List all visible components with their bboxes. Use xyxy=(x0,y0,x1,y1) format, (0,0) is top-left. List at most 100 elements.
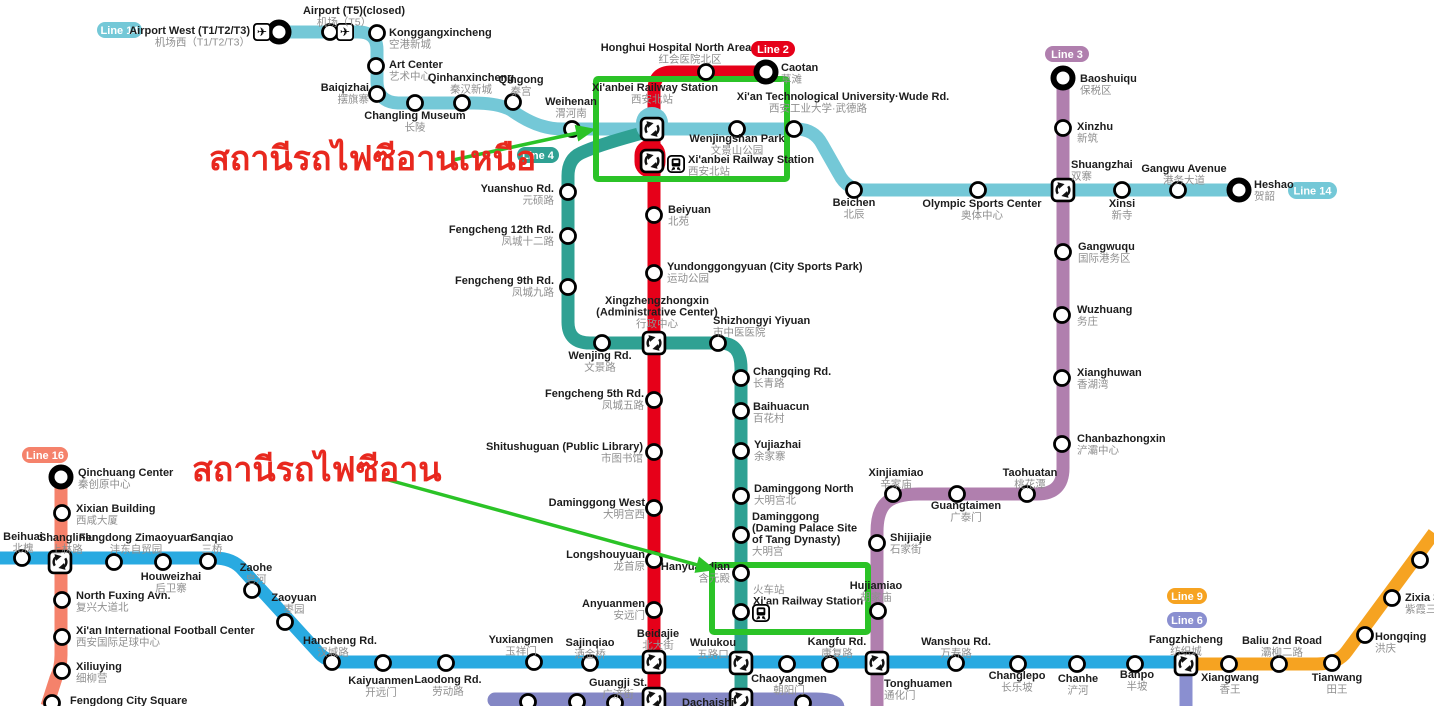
station-label-zh: 摆旗寨 xyxy=(338,93,370,106)
station-label-en: Xiangwang xyxy=(1201,672,1259,684)
station-banpo xyxy=(1126,655,1144,673)
station-label-en: Xi'an International Football Center xyxy=(76,625,255,637)
station-label-en: Beichen xyxy=(833,197,876,209)
station-xian-international-football-center xyxy=(53,628,71,646)
interchange-icon xyxy=(639,116,665,142)
station-label-zh: 开远门 xyxy=(365,686,397,699)
station-label-en: Yuxiangmen xyxy=(489,634,554,646)
station-marker xyxy=(199,552,217,570)
station-marker xyxy=(884,485,902,503)
station-marker xyxy=(645,499,663,517)
badge-line-16: Line 16 xyxy=(22,447,68,463)
station-label-en: Xi'an Railway Station xyxy=(753,596,863,608)
station-beidajie xyxy=(641,649,667,675)
station-label-zh: 大明宫北 xyxy=(754,494,796,507)
station-label-en: Beiyuan xyxy=(668,204,711,216)
badge-line-14-west: Line 14 xyxy=(97,22,142,38)
station-marker xyxy=(276,613,294,631)
station-label-zh: 文景路 xyxy=(584,361,616,374)
station-label-zh: 龙首原 xyxy=(614,560,646,573)
station-label-zh: 长青路 xyxy=(753,377,785,390)
station-xiangwang xyxy=(1220,655,1238,673)
station-marker xyxy=(1270,655,1288,673)
station-marker xyxy=(728,120,746,138)
station-marker xyxy=(1018,485,1036,503)
badge-label: Line 2 xyxy=(757,44,789,56)
badge-label: Line 14 xyxy=(101,25,140,37)
station-marker xyxy=(559,183,577,201)
station-label-en: Sajinqiao xyxy=(566,637,615,649)
station-marker xyxy=(1169,181,1187,199)
railway-icon xyxy=(667,155,685,173)
line-3 xyxy=(870,78,1070,706)
annotation-arrows xyxy=(384,124,716,573)
station-label-en: Shitushuguan (Public Library) xyxy=(486,441,643,453)
station-xian-technological-university-wude-rd xyxy=(785,120,803,138)
station-label-en: Xianghuwan xyxy=(1077,367,1142,379)
station-label-en: Xiliuying xyxy=(76,661,122,673)
station-label-zh: 广泰门 xyxy=(950,511,982,524)
station-xinzhu xyxy=(1054,119,1072,137)
station-label-en: Xinsi xyxy=(1109,198,1135,210)
station-marker xyxy=(1053,306,1071,324)
station-xianbei-railway-station-l2 xyxy=(639,148,665,174)
station-label-zh: 含元殿 xyxy=(699,572,731,585)
station-label-en: Hujiamiao xyxy=(850,580,903,592)
terminus-marker xyxy=(753,59,779,85)
station-label-en: Caotan xyxy=(781,62,819,74)
station-label-en: Houweizhai xyxy=(141,571,202,583)
station-heshao xyxy=(1226,177,1252,203)
station-label-en: Beihuai xyxy=(3,531,43,543)
station-label-en: Qinhanxincheng xyxy=(428,72,514,84)
station-label-zh: 纺织城 xyxy=(1170,645,1202,658)
station-label-zh: 火车站 xyxy=(753,583,785,596)
station-label-zh: 保税区 xyxy=(1080,84,1112,97)
arrow-to-xian xyxy=(384,477,716,573)
station-label-en: Airport West (T1/T2/T3) xyxy=(129,25,250,37)
station-marker xyxy=(1068,655,1086,673)
station-gangwuqu xyxy=(1054,243,1072,261)
badge-line-3: Line 3 xyxy=(1045,46,1089,62)
station-beiyuan xyxy=(645,206,663,224)
station-label-zh: 西安北站 xyxy=(631,93,673,106)
station-guangji-st xyxy=(606,694,624,706)
station-label-zh: 秦创原中心 xyxy=(78,478,131,491)
station-label-en: Yundonggongyuan (City Sports Park) xyxy=(667,261,863,273)
station-marker xyxy=(606,694,624,706)
station-label-zh: 通化门 xyxy=(884,689,916,702)
station-label-en: Wenjing Rd. xyxy=(568,350,631,362)
station-label-en: Guangtaimen xyxy=(931,500,1002,512)
station-marker xyxy=(969,181,987,199)
station-xinjiamiao xyxy=(884,485,902,503)
station-chanbazhongxin xyxy=(1053,435,1071,453)
station-label-en: Shizhongyi Yiyuan xyxy=(713,315,810,327)
station-label-en: Changlepo xyxy=(989,670,1046,682)
station-label-en: Baiqizhai xyxy=(321,82,369,94)
badge-line-2: Line 2 xyxy=(751,41,795,57)
annotation-xian-north-railway-station: สถานีรถไฟซีอานเหนือ xyxy=(209,140,537,178)
station-marker xyxy=(559,278,577,296)
station-line2-line5-interchange xyxy=(641,686,667,706)
station-marker xyxy=(1054,119,1072,137)
station-marker xyxy=(53,504,71,522)
station-xinsi xyxy=(1113,181,1131,199)
station-label-en: Anyuanmen xyxy=(582,598,645,610)
station-anyuanmen xyxy=(645,601,663,619)
station-label-zh: 文景山公园 xyxy=(711,144,764,157)
station-label-zh: 北大街 xyxy=(642,639,674,652)
station-sajinqiao xyxy=(581,654,599,672)
station-marker xyxy=(53,628,71,646)
station-label-zh: 广济街 xyxy=(602,688,634,701)
station-label-en: Xi'anbei Railway Station xyxy=(592,82,718,94)
station-label-zh: 运动公园 xyxy=(667,273,709,285)
station-chaoyangmen xyxy=(778,655,796,673)
station-label-zh: 长乐坡 xyxy=(1001,681,1033,694)
station-label-zh: 五路口 xyxy=(697,648,729,661)
station-marker xyxy=(645,601,663,619)
station-label-zh: 汉城路 xyxy=(317,646,349,659)
station-label-zh: 秦汉新城 xyxy=(450,83,492,96)
station-olympic-sports-center xyxy=(969,181,987,199)
station-label-en: Honghui Hospital North Area xyxy=(601,42,752,54)
station-tonghuamen xyxy=(864,650,890,676)
